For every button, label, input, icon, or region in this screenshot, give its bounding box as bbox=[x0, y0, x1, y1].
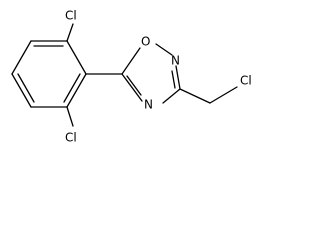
bond-c3-ch2 bbox=[179, 88, 211, 104]
bond-c3-c4-inner bbox=[17, 73, 35, 103]
chlorine-bottom-label: Cl bbox=[65, 131, 77, 145]
bond-c5-cl-bottom bbox=[66, 106, 74, 127]
bond-n2-c3 bbox=[175, 65, 181, 90]
bond-n2-c3-inner bbox=[171, 70, 176, 89]
bond-c5-c6-inner bbox=[63, 73, 81, 103]
nitrogen-upper-label: N bbox=[171, 54, 180, 68]
oxygen-label: O bbox=[141, 35, 150, 49]
bond-c1-cl-top bbox=[66, 23, 74, 42]
nitrogen-lower-label: N bbox=[144, 98, 153, 112]
bond-c6-c1 bbox=[66, 40, 87, 75]
bond-c3-c4 bbox=[11, 73, 32, 108]
chloromethyl-chlorine-label: Cl bbox=[240, 74, 252, 88]
bond-c2-c3 bbox=[11, 40, 32, 75]
molecule-structure: Cl Cl O N N Cl bbox=[11, 9, 252, 145]
bond-o1-n2 bbox=[155, 43, 173, 56]
oxadiazole-ring bbox=[121, 43, 181, 104]
bond-ch2-cl bbox=[209, 86, 238, 104]
bond-n4-c5-inner bbox=[126, 75, 142, 96]
bond-c5-c6 bbox=[66, 73, 87, 108]
chlorine-top-label: Cl bbox=[65, 9, 77, 23]
bond-n4-c5 bbox=[121, 73, 143, 102]
bond-c5-o1 bbox=[121, 47, 141, 75]
bond-c3-n4 bbox=[162, 88, 181, 104]
benzene-ring bbox=[11, 40, 87, 108]
